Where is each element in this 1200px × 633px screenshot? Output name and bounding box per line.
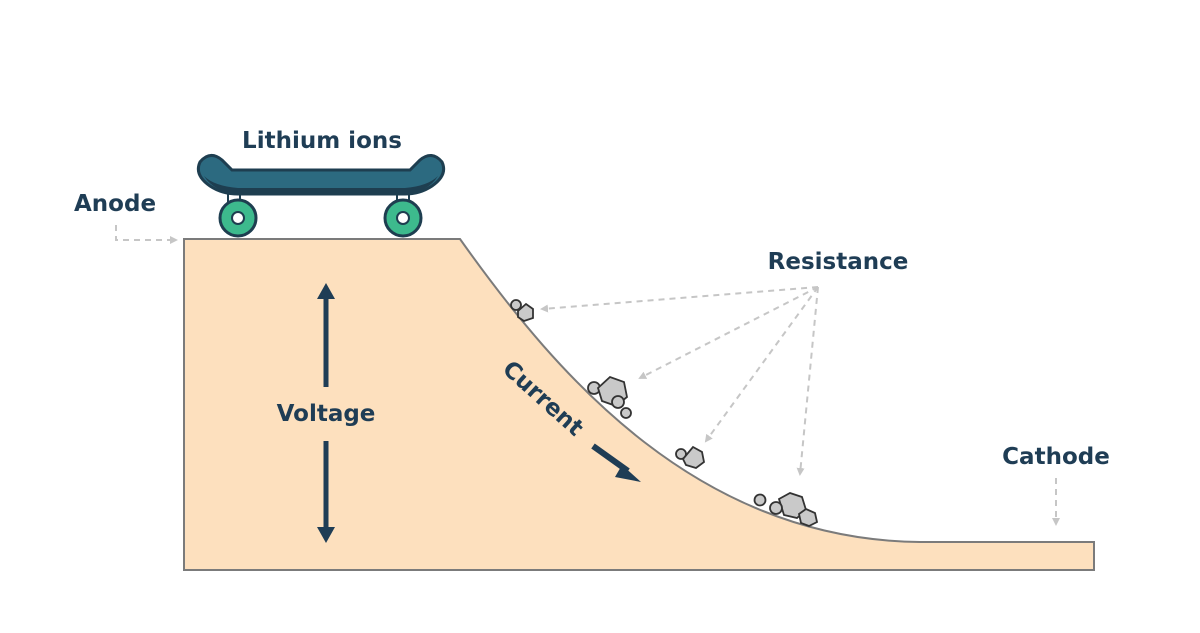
anode-label: Anode xyxy=(74,191,156,217)
rock-icon xyxy=(587,375,632,419)
rock-icon xyxy=(510,299,534,322)
current-arrow xyxy=(591,443,641,482)
voltage-arrow xyxy=(317,283,335,543)
resistance-pointer-arrows xyxy=(540,286,819,476)
voltage-label: Voltage xyxy=(277,401,376,427)
skateboard-icon xyxy=(196,154,446,238)
resistance-label: Resistance xyxy=(768,249,909,275)
anode-pointer-arrow xyxy=(115,225,178,244)
rock-icon xyxy=(753,492,819,527)
cathode-label: Cathode xyxy=(1002,444,1110,470)
ramp-slope xyxy=(183,238,1095,571)
lithium-ions-label: Lithium ions xyxy=(242,128,402,154)
rock-icon xyxy=(675,445,705,469)
